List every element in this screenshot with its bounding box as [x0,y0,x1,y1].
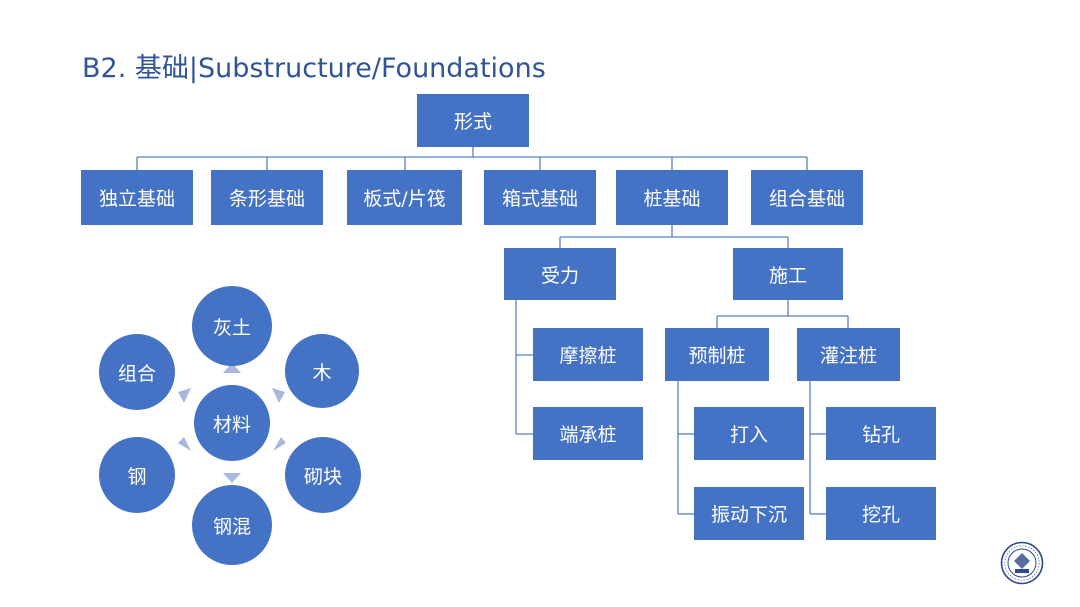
pile-force-box: 受力 [504,248,616,300]
arrow-lower-right-icon [273,437,286,451]
driven-box: 打入 [694,407,804,460]
material-steel: 钢 [99,437,175,513]
end-bearing-pile-box: 端承桩 [533,407,643,460]
vibro-sinking-box: 振动下沉 [694,487,804,540]
material-composite: 组合 [99,334,175,410]
type-box-strip: 条形基础 [211,170,323,225]
university-seal-icon [1000,541,1044,585]
arrow-upper-right-icon [272,388,285,403]
type-box-isolated: 独立基础 [81,170,193,225]
friction-pile-box: 摩擦桩 [533,328,643,381]
cast-in-place-pile-box: 灌注桩 [797,328,900,381]
type-box-raft: 板式/片筏 [347,170,462,225]
page-title: B2. 基础|Substructure/Foundations [82,53,546,84]
material-lime-soil: 灰土 [192,286,272,366]
materials-center: 材料 [194,385,270,461]
arrow-up-icon [223,363,241,373]
pile-construction-box: 施工 [733,248,843,300]
arrow-down-icon [223,473,241,483]
type-box-combined: 组合基础 [751,170,863,225]
precast-pile-box: 预制桩 [665,328,769,381]
material-arrows [178,363,286,483]
arrow-upper-left-icon [178,388,191,403]
material-reinforced-concrete: 钢混 [192,485,272,565]
type-box-box: 箱式基础 [484,170,596,225]
arrow-lower-left-icon [178,437,191,451]
material-timber: 木 [285,334,359,408]
bored-box: 钻孔 [826,407,936,460]
root-box: 形式 [417,94,529,147]
type-box-pile: 桩基础 [616,170,728,225]
material-masonry: 砌块 [285,437,361,513]
dug-box: 挖孔 [826,487,936,540]
